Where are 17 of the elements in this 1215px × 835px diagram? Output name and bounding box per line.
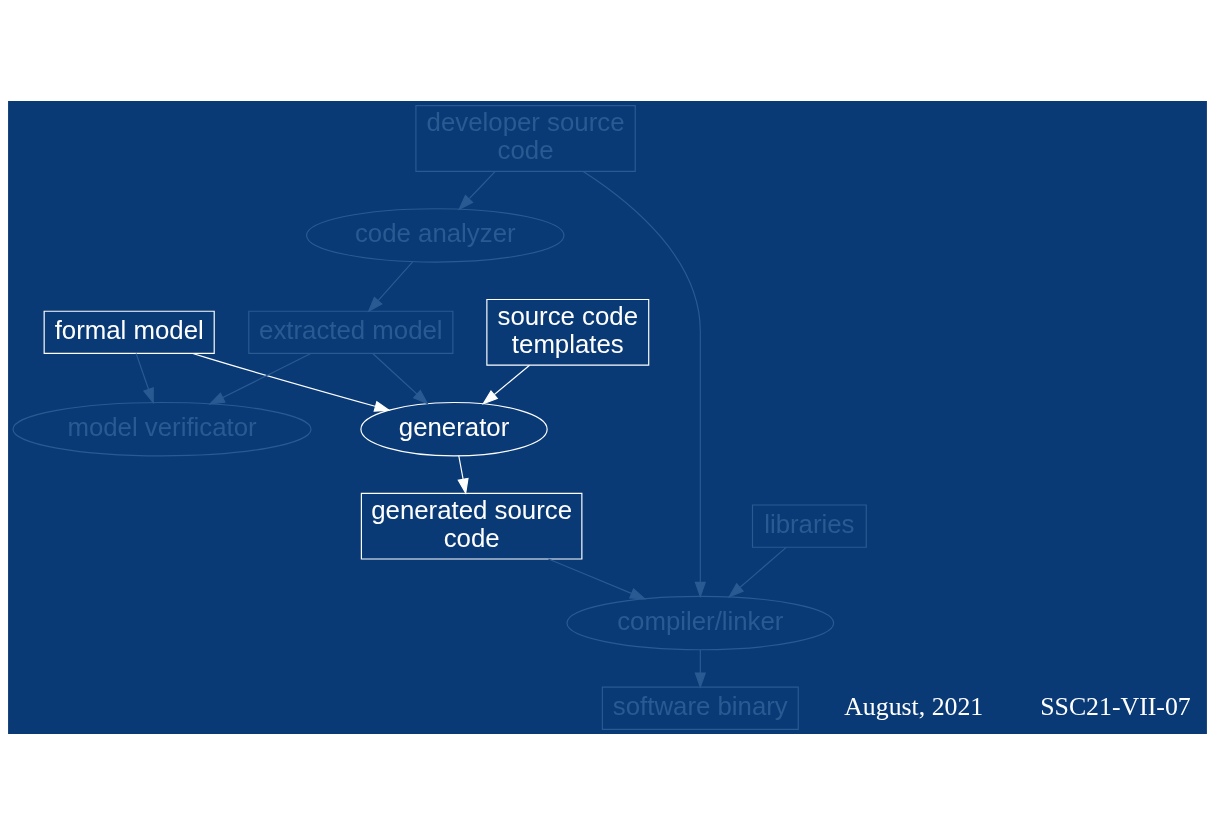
- arrow: [458, 171, 496, 211]
- arrow: [208, 352, 312, 405]
- arrow: [694, 649, 707, 689]
- arrow: [727, 546, 787, 598]
- node-box: source code templates: [486, 298, 650, 366]
- arrow: [135, 352, 154, 405]
- node-box: formal model: [43, 310, 215, 354]
- node-box: generated source code: [360, 492, 583, 560]
- arrow: [547, 558, 647, 600]
- arrow: [582, 170, 707, 599]
- arrow: [192, 352, 391, 412]
- arrow: [481, 364, 531, 405]
- arrow: [372, 352, 429, 405]
- label: SSC21-VII-07: [1040, 691, 1191, 721]
- arrow: [367, 261, 414, 313]
- label: August, 2021: [844, 691, 984, 721]
- arrow: [457, 455, 469, 495]
